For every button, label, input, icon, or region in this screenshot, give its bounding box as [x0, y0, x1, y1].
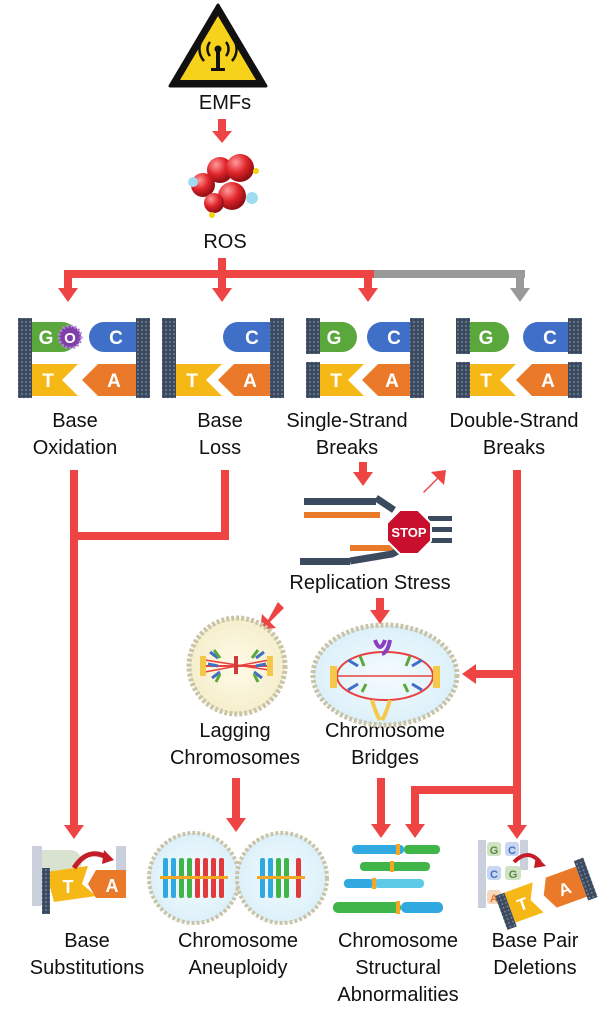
base-A: A: [541, 371, 555, 392]
double-strand-line1: Double-Strand: [449, 410, 579, 432]
base-A: A: [556, 878, 574, 900]
base-O: O: [64, 330, 76, 347]
base-A: A: [106, 876, 119, 896]
base-oxidation-line2: Oxidation: [32, 437, 118, 459]
lagging-label: Lagging Chromosomes: [150, 718, 320, 772]
dna-double-strand: G C T A: [456, 318, 582, 398]
base-loss-line2: Loss: [198, 437, 242, 459]
base-A: A: [243, 371, 257, 392]
radiation-warning-icon: [168, 3, 268, 88]
stop-sign-icon: STOP: [386, 509, 432, 555]
base-C: C: [490, 869, 498, 881]
base-G: G: [327, 328, 342, 349]
base-T: T: [63, 877, 74, 897]
arrow-ssb-replication: [353, 462, 446, 493]
arrow-lagging-aneuploidy: [226, 778, 246, 832]
chromosome-bridges-cell: [310, 622, 460, 728]
structural-line2: Structural: [355, 957, 441, 979]
single-strand-label: Single-Strand Breaks: [272, 408, 422, 462]
base-loss-label: Base Loss: [165, 408, 275, 462]
base-oxidation-line1: Base: [52, 410, 98, 432]
aneuploidy-line2: Aneuploidy: [188, 957, 288, 979]
base-substitutions-label: Base Substitutions: [12, 928, 162, 982]
arrow-to-base-substitutions: [64, 470, 229, 839]
base-C: C: [245, 328, 259, 349]
replication-stress-label: Replication Stress: [289, 572, 451, 594]
lagging-line1: Lagging: [199, 720, 271, 742]
base-oxidation-label: Base Oxidation: [10, 408, 140, 462]
deletions-label: Base Pair Deletions: [470, 928, 600, 982]
structural-line1: Chromosome: [337, 930, 459, 952]
base-A: A: [107, 371, 121, 392]
dna-base-loss: C T A: [162, 318, 284, 398]
base-A: A: [490, 893, 498, 905]
base-G: G: [479, 328, 494, 349]
base-pair-deletions-icon: G C C G A T A: [478, 840, 598, 930]
bridges-line2: Bridges: [351, 747, 419, 769]
dna-single-strand: G C T A: [306, 318, 424, 398]
single-strand-line2: Breaks: [315, 437, 379, 459]
arrow-emfs-ros: [212, 119, 232, 143]
base-C: C: [508, 845, 516, 857]
arrow-bridges-structural: [371, 778, 391, 838]
bridges-label: Chromosome Bridges: [305, 718, 465, 772]
lagging-line2: Chromosomes: [169, 747, 301, 769]
arrow-replication-bridges: [370, 598, 390, 624]
single-strand-line1: Single-Strand: [286, 410, 408, 432]
deletions-line1: Base Pair: [491, 930, 579, 952]
structural-abnormalities-icon: [333, 844, 443, 914]
structural-line3: Abnormalities: [337, 984, 459, 1006]
emfs-label: EMFs: [198, 92, 252, 114]
base-substitutions-icon: T A: [32, 846, 126, 914]
base-A: A: [385, 371, 399, 392]
stop-sign-text: STOP: [391, 525, 426, 540]
deletions-line2: Deletions: [493, 957, 577, 979]
double-strand-label: Double-Strand Breaks: [434, 408, 594, 462]
double-strand-line2: Breaks: [482, 437, 546, 459]
base-T: T: [42, 371, 54, 392]
arrow-dsb-deletions: [405, 470, 527, 839]
aneuploidy-cells: [147, 831, 329, 925]
base-T: T: [480, 371, 492, 392]
base-C: C: [387, 328, 401, 349]
base-G: G: [39, 328, 54, 349]
base-G: G: [490, 845, 499, 857]
dna-base-oxidation: G O C T A: [18, 318, 150, 398]
molecule-icon: [188, 154, 259, 218]
base-G: G: [509, 869, 518, 881]
arrow-replication-lagging: [260, 602, 284, 630]
base-loss-line1: Base: [197, 410, 243, 432]
bridges-line1: Chromosome: [324, 720, 446, 742]
base-C: C: [109, 328, 123, 349]
arrow-ros-branches: [58, 258, 530, 302]
base-T: T: [330, 371, 342, 392]
base-C: C: [543, 328, 557, 349]
base-T: T: [186, 371, 198, 392]
aneuploidy-line1: Chromosome: [177, 930, 299, 952]
aneuploidy-label: Chromosome Aneuploidy: [158, 928, 318, 982]
base-substitutions-line1: Base: [64, 930, 110, 952]
ros-label: ROS: [203, 231, 247, 253]
lagging-chromosomes-cell: [186, 615, 288, 717]
structural-label: Chromosome Structural Abnormalities: [318, 928, 478, 1009]
base-substitutions-line2: Substitutions: [29, 957, 145, 979]
